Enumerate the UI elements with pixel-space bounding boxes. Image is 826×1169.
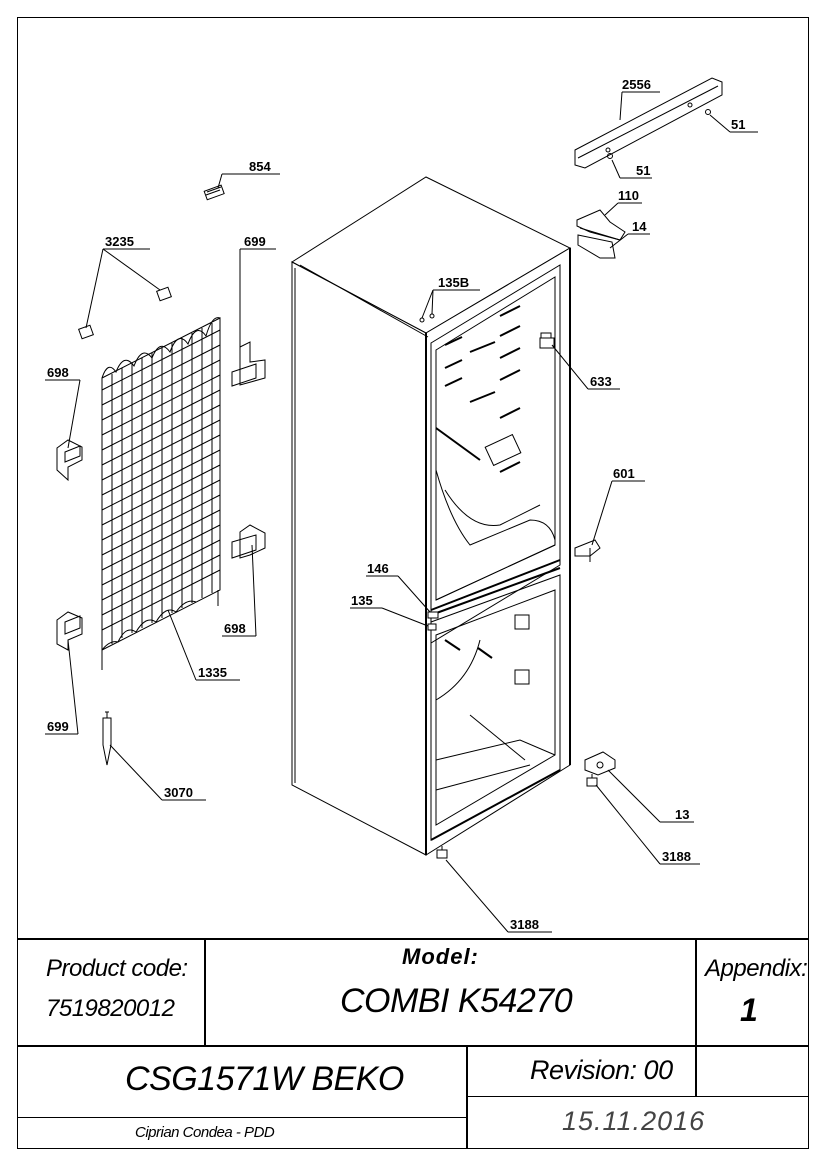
callout-3188: 3188 xyxy=(662,849,691,864)
callout-labels: 2556 51 51 854 110 14 3235 699 135B 698 … xyxy=(47,77,745,932)
part-3235 xyxy=(78,286,172,340)
callout-110: 110 xyxy=(618,188,639,203)
clip-146 xyxy=(427,611,439,619)
model-name: COMBI K54270 xyxy=(340,982,573,1020)
screw-51 xyxy=(705,109,711,115)
condenser-grid xyxy=(101,317,221,670)
callout-1335: 1335 xyxy=(198,665,227,680)
middle-hinge xyxy=(574,539,601,562)
model-label: Model: xyxy=(402,944,479,969)
callout-698: 698 xyxy=(224,621,246,636)
clip-135 xyxy=(427,623,437,631)
part-854 xyxy=(203,184,225,201)
screw-51 xyxy=(607,153,613,159)
bottom-hinge xyxy=(584,751,616,776)
callout-51: 51 xyxy=(636,163,650,178)
product-code-label: Product code: xyxy=(46,955,188,982)
appendix-label: Appendix: xyxy=(705,955,808,982)
callout-699: 699 xyxy=(47,719,69,734)
drawing-frame xyxy=(17,17,809,1149)
callout-135: 135 xyxy=(351,593,373,608)
bracket-699-lower xyxy=(56,611,83,651)
callout-2556: 2556 xyxy=(622,77,651,92)
bracket-699-upper xyxy=(231,341,266,387)
bracket-698-upper xyxy=(56,439,83,482)
callout-633: 633 xyxy=(590,374,612,389)
author: Ciprian Condea - PDD xyxy=(135,1124,275,1141)
callout-13: 13 xyxy=(675,807,689,822)
callout-3188: 3188 xyxy=(510,917,539,932)
bracket-698-lower xyxy=(231,524,266,559)
callout-3235: 3235 xyxy=(105,234,134,249)
callout-698: 698 xyxy=(47,365,69,380)
callout-14: 14 xyxy=(632,219,647,234)
callout-135b: 135B xyxy=(438,275,469,290)
top-hinge xyxy=(576,209,626,259)
product-code: 7519820012 xyxy=(46,995,175,1022)
callout-3070: 3070 xyxy=(164,785,193,800)
callout-854: 854 xyxy=(249,159,271,174)
callout-699: 699 xyxy=(244,234,266,249)
callout-601: 601 xyxy=(613,466,635,481)
part-633 xyxy=(539,337,555,349)
revision: Revision: 00 xyxy=(530,1055,673,1085)
drier-3070 xyxy=(102,711,112,766)
leader-lines xyxy=(45,91,758,933)
callout-146: 146 xyxy=(367,561,389,576)
callout-51: 51 xyxy=(731,117,745,132)
date: 15.11.2016 xyxy=(562,1106,706,1136)
top-hinge-cover xyxy=(574,77,723,169)
cabinet xyxy=(291,176,572,856)
product-sku: CSG1571W BEKO xyxy=(125,1060,404,1098)
adjustable-foot xyxy=(436,846,448,859)
adjustable-foot xyxy=(586,774,598,787)
appendix-number: 1 xyxy=(740,992,758,1028)
